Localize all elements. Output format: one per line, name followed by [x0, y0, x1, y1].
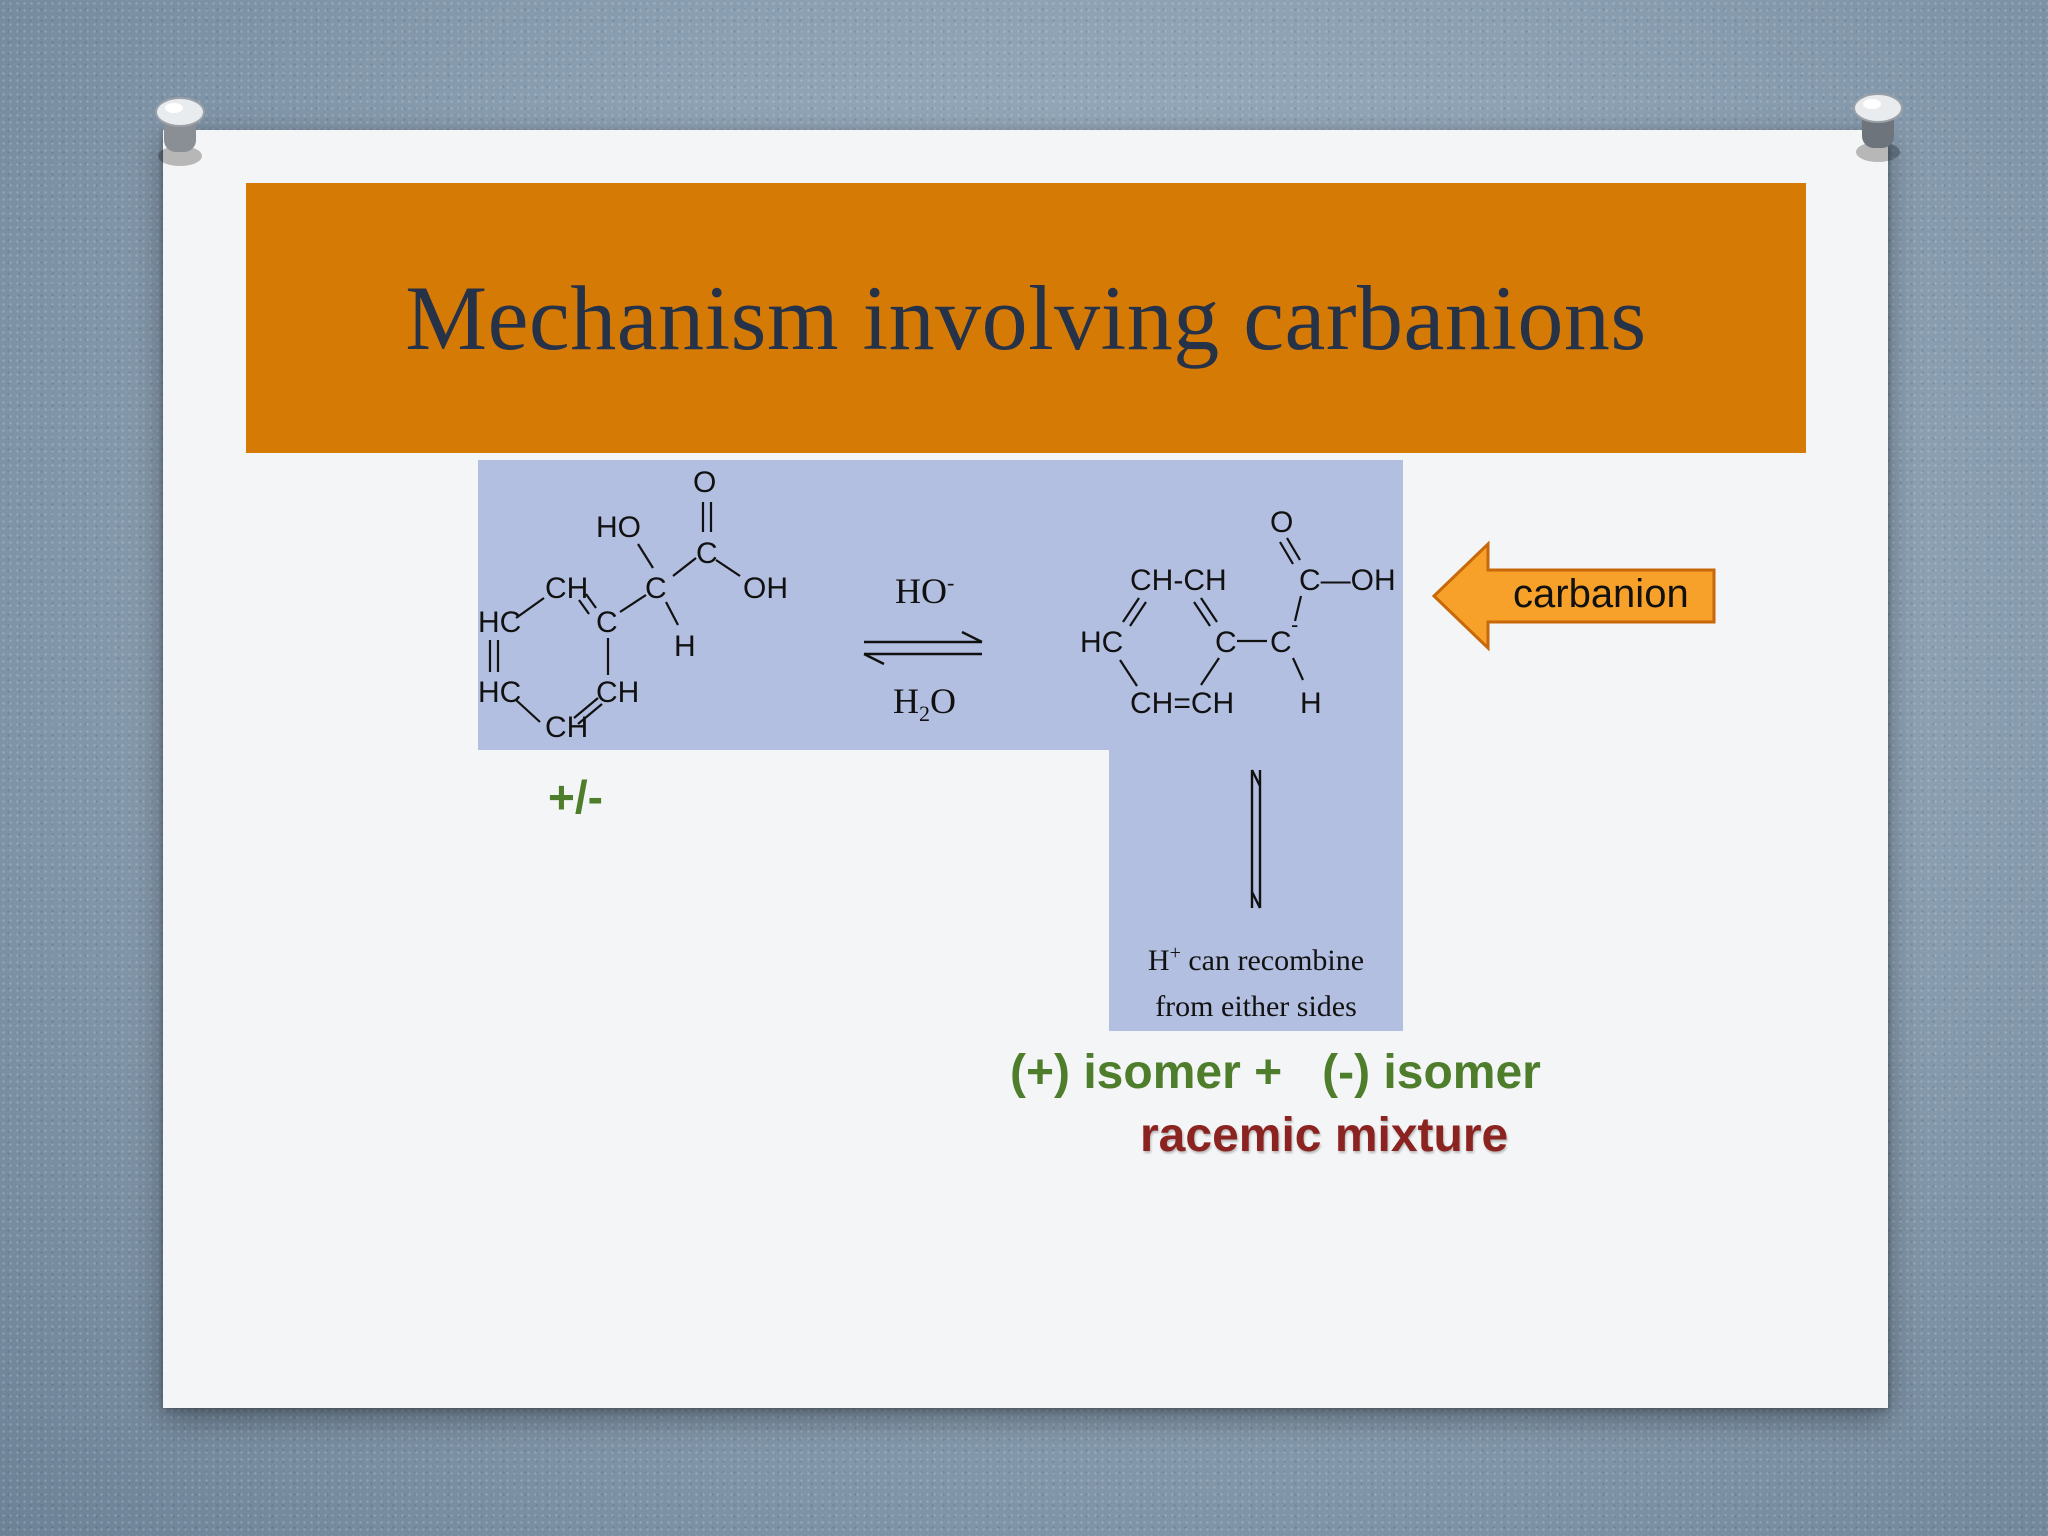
recombine-h: H: [1147, 944, 1170, 977]
reagent-bottom-h: H: [893, 681, 919, 721]
right-pin-icon: [1853, 93, 1903, 162]
reagent-bottom-sub: 2: [919, 701, 930, 727]
right-anion-charge: -: [1291, 612, 1298, 637]
reagent-top: HO-: [895, 570, 954, 612]
left-pin-icon: [155, 97, 205, 166]
carbanion-callout-arrow: [1431, 540, 1716, 652]
right-c-ring: C: [1215, 626, 1237, 659]
left-hc-top: HC: [478, 606, 521, 639]
right-c-oh: C—OH: [1299, 564, 1396, 597]
left-ho: HO: [596, 511, 641, 544]
vertical-equilibrium-arrow-icon: [1250, 769, 1262, 909]
reagent-top-charge: -: [947, 570, 955, 595]
equilibrium-arrow-icon: [863, 630, 983, 666]
right-hc: HC: [1080, 626, 1123, 659]
title-bar: Mechanism involving carbanions: [246, 183, 1806, 453]
reagent-bottom-o: O: [930, 681, 956, 721]
left-hc-bottom: HC: [478, 676, 521, 709]
right-h: H: [1300, 687, 1322, 720]
left-ch-right-bottom: CH: [596, 676, 639, 709]
recombine-line-1: H+ can recombine: [1109, 930, 1403, 984]
left-c-carboxyl: C: [696, 537, 718, 570]
racemic-start-label: +/-: [548, 771, 603, 823]
reagent-top-text: HO: [895, 571, 947, 611]
left-h: H: [674, 630, 696, 663]
left-c-ring: C: [596, 606, 618, 639]
isomers-label: (+) isomer + (-) isomer: [1010, 1046, 1541, 1099]
left-c-alpha: C: [645, 572, 667, 605]
left-ch-top: CH: [545, 572, 588, 605]
recombine-note: H+ can recombine from either sides: [1109, 930, 1403, 1030]
left-ch-bottom: CH: [545, 711, 588, 744]
carbanion-label: carbanion: [1513, 572, 1689, 616]
carbanion-structure: O C—OH CH-CH HC C C - CH=CH H: [1080, 506, 1396, 720]
left-o-top: O: [693, 466, 716, 499]
recombine-rest: can recombine: [1180, 944, 1365, 977]
mandelic-acid-structure: O C OH HO C H CH C HC HC CH CH: [478, 466, 788, 744]
recombine-plus: +: [1169, 942, 1181, 964]
right-ch-ch-top: CH-CH: [1130, 564, 1227, 597]
reaction-panel-bottom: [1109, 745, 1403, 1031]
slide-title: Mechanism involving carbanions: [405, 267, 1647, 369]
right-o-top: O: [1270, 506, 1293, 539]
left-oh: OH: [743, 572, 788, 605]
reagent-bottom: H2O: [893, 680, 956, 727]
right-ch-ch-bottom: CH=CH: [1130, 687, 1234, 720]
recombine-line-2: from either sides: [1155, 990, 1357, 1023]
racemic-mixture-label: racemic mixture: [1140, 1109, 1509, 1162]
right-c-anion: C: [1270, 626, 1292, 659]
